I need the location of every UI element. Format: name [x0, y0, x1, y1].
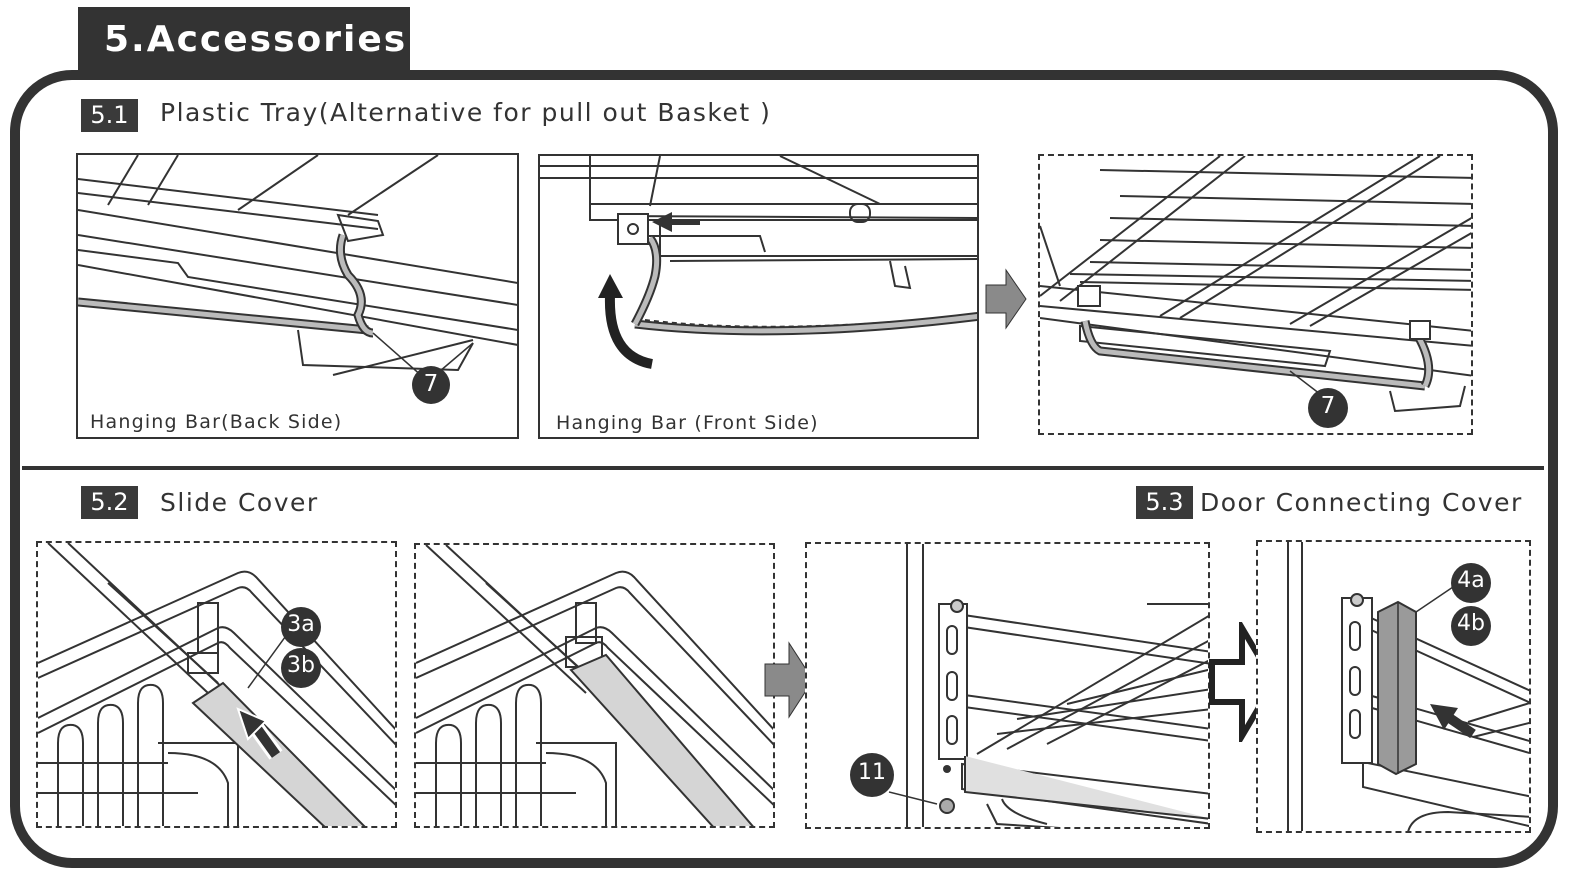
callout-7-label: 7 — [423, 371, 439, 397]
callout-3a-badge — [281, 607, 321, 647]
caption-front-side: Hanging Bar (Front Side) — [556, 412, 819, 434]
callout-11-badge — [850, 753, 894, 797]
section-number-5-1: 5.1 — [81, 99, 138, 132]
panel-slide-cover-step1: 3a 3b — [36, 541, 397, 828]
slide-cover-step1-illustration — [38, 543, 395, 826]
arrow-right-icon — [764, 641, 814, 719]
panel-hanging-bar-front: Hanging Bar (Front Side) — [538, 154, 979, 439]
push-arrow-icon — [236, 707, 283, 760]
callout-4b-badge — [1451, 606, 1491, 646]
content-frame — [10, 70, 1558, 868]
hanging-bar-back-illustration — [78, 155, 517, 404]
push-arrow-icon — [1430, 704, 1476, 739]
callout-11-label: 11 — [858, 760, 886, 785]
section-number-5-3: 5.3 — [1136, 486, 1193, 519]
callout-3b-badge — [281, 648, 321, 688]
section-divider — [22, 466, 1544, 470]
push-arrow-icon — [652, 212, 700, 232]
callout-4b-label: 4b — [1457, 611, 1485, 636]
caption-back-side: Hanging Bar(Back Side) — [90, 411, 343, 433]
curved-arrow-icon — [598, 274, 654, 369]
panel-hanging-bar-back: 7 Hanging Bar(Back Side) — [76, 153, 519, 439]
callout-3a-label: 3a — [287, 612, 315, 637]
panel-door-cover-step1: 11 — [805, 542, 1210, 829]
panel-slide-cover-step2 — [414, 543, 775, 828]
panel-tray-installed: 7 — [1038, 154, 1473, 435]
section-title-5-2: Slide Cover — [160, 488, 319, 517]
door-cover-step1-illustration — [850, 544, 1208, 827]
callout-7-badge — [1308, 388, 1348, 428]
hanging-bar-front-illustration — [540, 156, 977, 369]
door-cover-step2-illustration — [1287, 542, 1529, 831]
panel-door-cover-step2: 4a 4b — [1256, 540, 1531, 833]
callout-7-badge — [412, 366, 450, 404]
page-title: 5.Accessories — [78, 7, 410, 73]
callout-4a-label: 4a — [1457, 568, 1485, 593]
callout-4a-badge — [1451, 563, 1491, 603]
arrow-right-icon — [985, 268, 1027, 330]
callout-3b-label: 3b — [287, 653, 315, 678]
section-title-5-3: Door Connecting Cover — [1200, 488, 1523, 517]
slide-cover-step2-illustration — [416, 545, 773, 826]
section-title-5-1: Plastic Tray(Alternative for pull out Ba… — [160, 98, 772, 127]
callout-7-label: 7 — [1320, 393, 1336, 419]
section-number-5-2: 5.2 — [81, 486, 138, 519]
tray-installed-illustration — [1040, 156, 1471, 428]
